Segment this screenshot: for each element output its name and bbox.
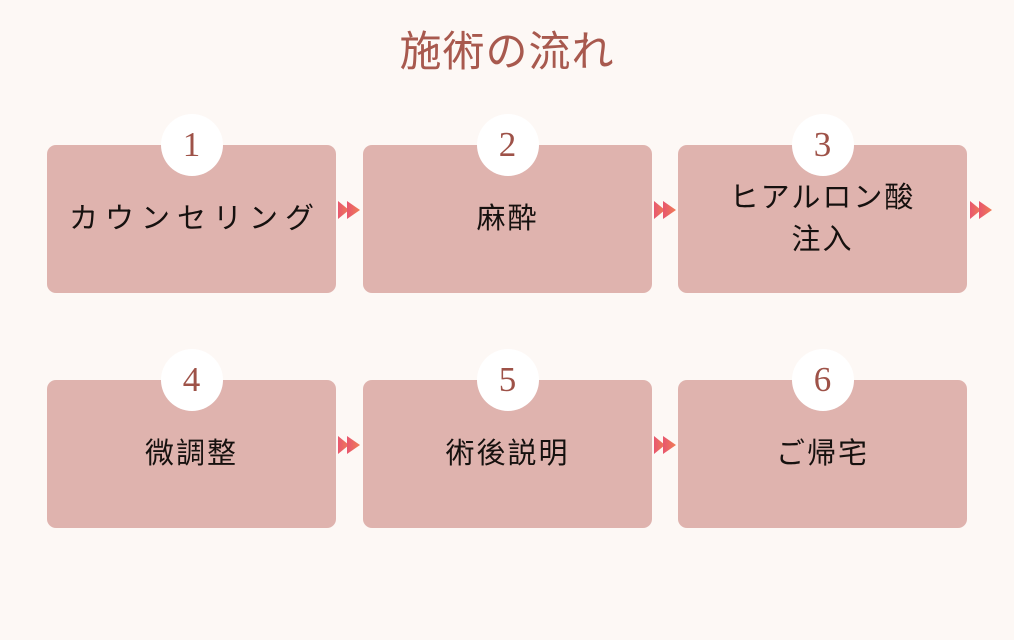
flow-arrow-icon (970, 201, 992, 219)
flow-step-6[interactable]: 6 ご帰宅 (678, 349, 967, 528)
flow-arrow-icon (338, 436, 360, 454)
step-number-badge: 2 (476, 114, 539, 176)
flow-step-1[interactable]: 1 カウンセリング (47, 114, 336, 293)
flow-step-3[interactable]: 3 ヒアルロン酸 注入 (678, 114, 967, 293)
step-number-badge: 5 (476, 349, 539, 411)
flow-step-5[interactable]: 5 術後説明 (363, 349, 652, 528)
step-label: ご帰宅 (775, 437, 869, 470)
step-label: ヒアルロン酸 注入 (729, 181, 916, 256)
step-label: 術後説明 (445, 437, 570, 470)
flow-arrow-icon (654, 201, 676, 219)
step-number-badge: 3 (791, 114, 854, 176)
flow-arrow-icon (654, 436, 676, 454)
flow-row: 4 微調整 5 術後説明 (0, 349, 1014, 528)
flow-step-2[interactable]: 2 麻酔 (363, 114, 652, 293)
step-label: 微調整 (144, 437, 238, 470)
step-number-badge: 6 (791, 349, 854, 411)
step-number-badge: 1 (160, 114, 223, 176)
step-number-badge: 4 (160, 349, 223, 411)
step-label: 麻酔 (476, 202, 539, 235)
step-label: カウンセリング (68, 202, 321, 235)
flow-rows: 1 カウンセリング 2 麻酔 (0, 114, 1014, 600)
flow-arrow-icon (338, 201, 360, 219)
flow-step-4[interactable]: 4 微調整 (47, 349, 336, 528)
flow-row: 1 カウンセリング 2 麻酔 (0, 114, 1014, 293)
page-title: 施術の流れ (399, 30, 615, 76)
